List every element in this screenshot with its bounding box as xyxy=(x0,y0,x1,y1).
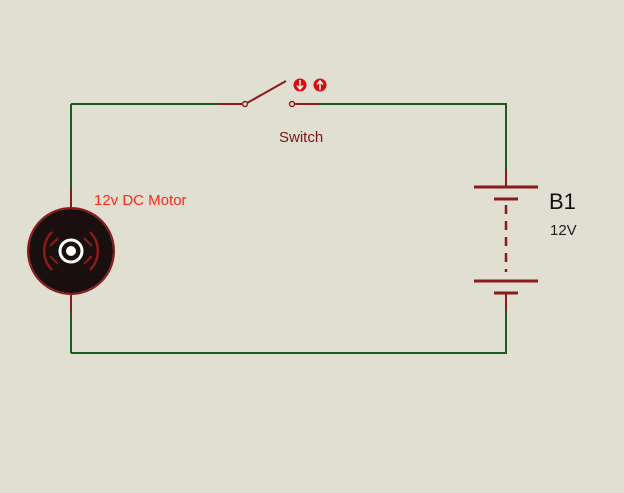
battery-name: B1 xyxy=(549,189,576,214)
battery[interactable]: B1 12V xyxy=(474,170,577,312)
switch-open-button[interactable] xyxy=(313,78,327,92)
dc-motor[interactable]: 12v DC Motor xyxy=(27,190,187,312)
switch-close-button[interactable] xyxy=(293,78,307,92)
wire-top-right xyxy=(320,103,507,170)
switch[interactable]: Switch xyxy=(218,78,327,147)
wires xyxy=(70,103,507,354)
spst-switch-icon xyxy=(218,80,320,108)
arrow-down-icon xyxy=(296,80,304,91)
motor-label: 12v DC Motor xyxy=(94,192,187,209)
battery-voltage: 12V xyxy=(550,222,577,239)
dc-motor-icon xyxy=(27,190,115,312)
switch-label: Switch xyxy=(279,129,323,146)
wire-bottom xyxy=(71,312,507,354)
arrow-up-icon xyxy=(316,79,324,90)
battery-icon xyxy=(474,170,538,312)
